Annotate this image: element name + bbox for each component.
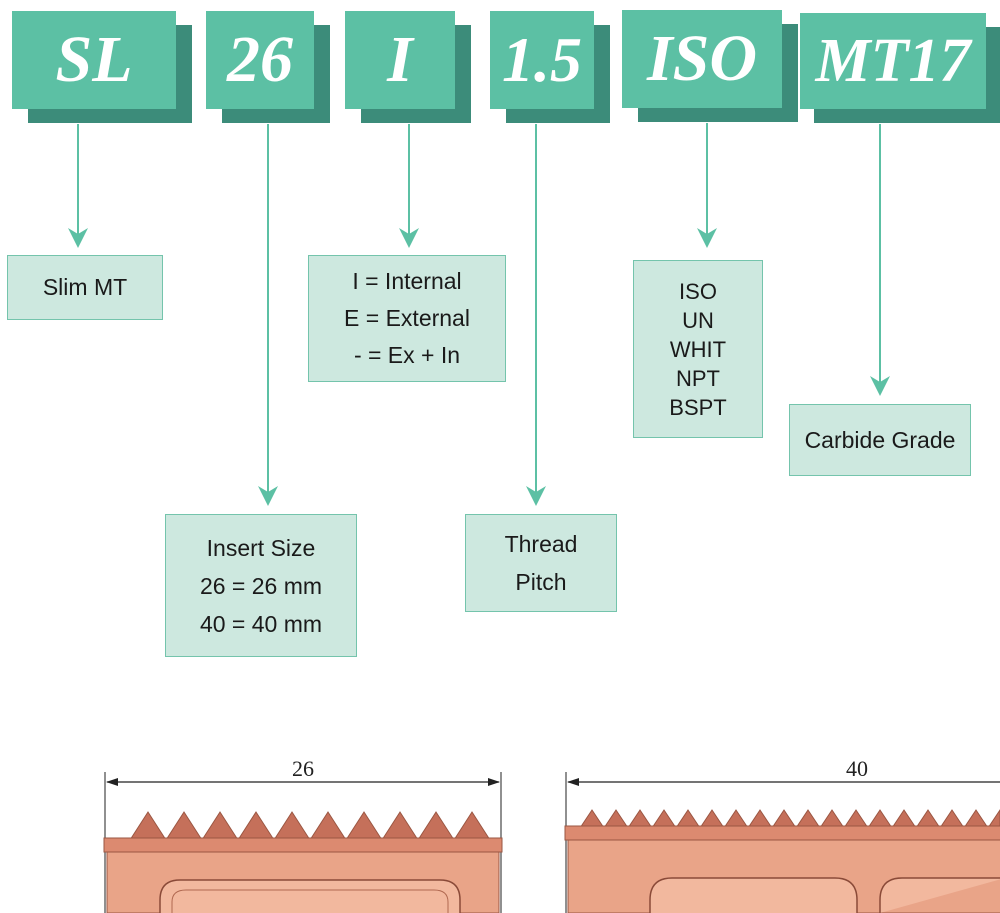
code-iso: ISO: [622, 10, 782, 108]
code-block-mt17: MT17: [800, 13, 1000, 123]
desc-grade-line: Carbide Grade: [804, 426, 956, 453]
desc-box-standard: ISO UN WHIT NPT BSPT: [633, 260, 763, 438]
dimension-label-26: 26: [292, 756, 314, 781]
insert-drawing-26: [103, 772, 503, 913]
code-block-26: 26: [206, 11, 330, 123]
insert-drawing-40: [564, 772, 1000, 913]
insert-edge-26: [103, 837, 503, 853]
desc-standard-npt: NPT: [676, 365, 720, 391]
desc-standard-bspt: BSPT: [669, 394, 727, 420]
desc-insert-size-26: 26 = 26 mm: [199, 572, 323, 599]
insert-teeth-26: [129, 811, 491, 841]
desc-type-internal: I = Internal: [352, 268, 462, 294]
arrow-head-pitch: [526, 486, 546, 506]
code-mt17: MT17: [800, 13, 986, 109]
arrow-head-i: [399, 228, 419, 248]
code-i: I: [345, 11, 455, 109]
desc-box-insert-size: Insert Size 26 = 26 mm 40 = 40 mm: [165, 514, 357, 657]
desc-insert-size-40: 40 = 40 mm: [199, 610, 323, 637]
desc-standard-iso: ISO: [679, 278, 717, 304]
insert-pocket-inner-26: [171, 889, 449, 913]
code-block-iso: ISO: [622, 10, 798, 122]
insert-pocket-26: [159, 879, 461, 913]
desc-pitch-line-2: Pitch: [515, 569, 567, 595]
desc-type-both: - = Ex + In: [353, 342, 461, 368]
desc-type-external: E = External: [344, 305, 470, 331]
insert-edge-40: [564, 825, 1000, 841]
desc-standard-whit: WHIT: [669, 336, 727, 362]
code-sl: SL: [12, 11, 176, 109]
desc-box-grade: Carbide Grade: [789, 404, 971, 476]
insert-pocket-left-40: [649, 877, 858, 913]
code-26: 26: [206, 11, 314, 109]
desc-box-pitch: Thread Pitch: [465, 514, 617, 612]
arrow-head-sl: [68, 228, 88, 248]
insert-pocket-right-40: [879, 877, 1000, 913]
arrow-head-mt17: [870, 376, 890, 396]
desc-standard-un: UN: [682, 307, 714, 333]
desc-insert-size-title: Insert Size: [206, 534, 316, 561]
dimension-label-40: 40: [846, 756, 868, 781]
code-block-sl: SL: [12, 11, 192, 123]
code-1-5: 1.5: [490, 11, 594, 109]
desc-box-type: I = Internal E = External - = Ex + In: [308, 255, 506, 382]
desc-box-series: Slim MT: [7, 255, 163, 320]
desc-series-line: Slim MT: [42, 274, 128, 300]
code-block-1-5: 1.5: [490, 11, 610, 123]
arrow-head-26: [258, 486, 278, 506]
arrow-head-iso: [697, 228, 717, 248]
desc-pitch-line-1: Thread: [504, 531, 578, 557]
code-block-i: I: [345, 11, 471, 123]
insert-teeth-40: [579, 809, 1000, 829]
